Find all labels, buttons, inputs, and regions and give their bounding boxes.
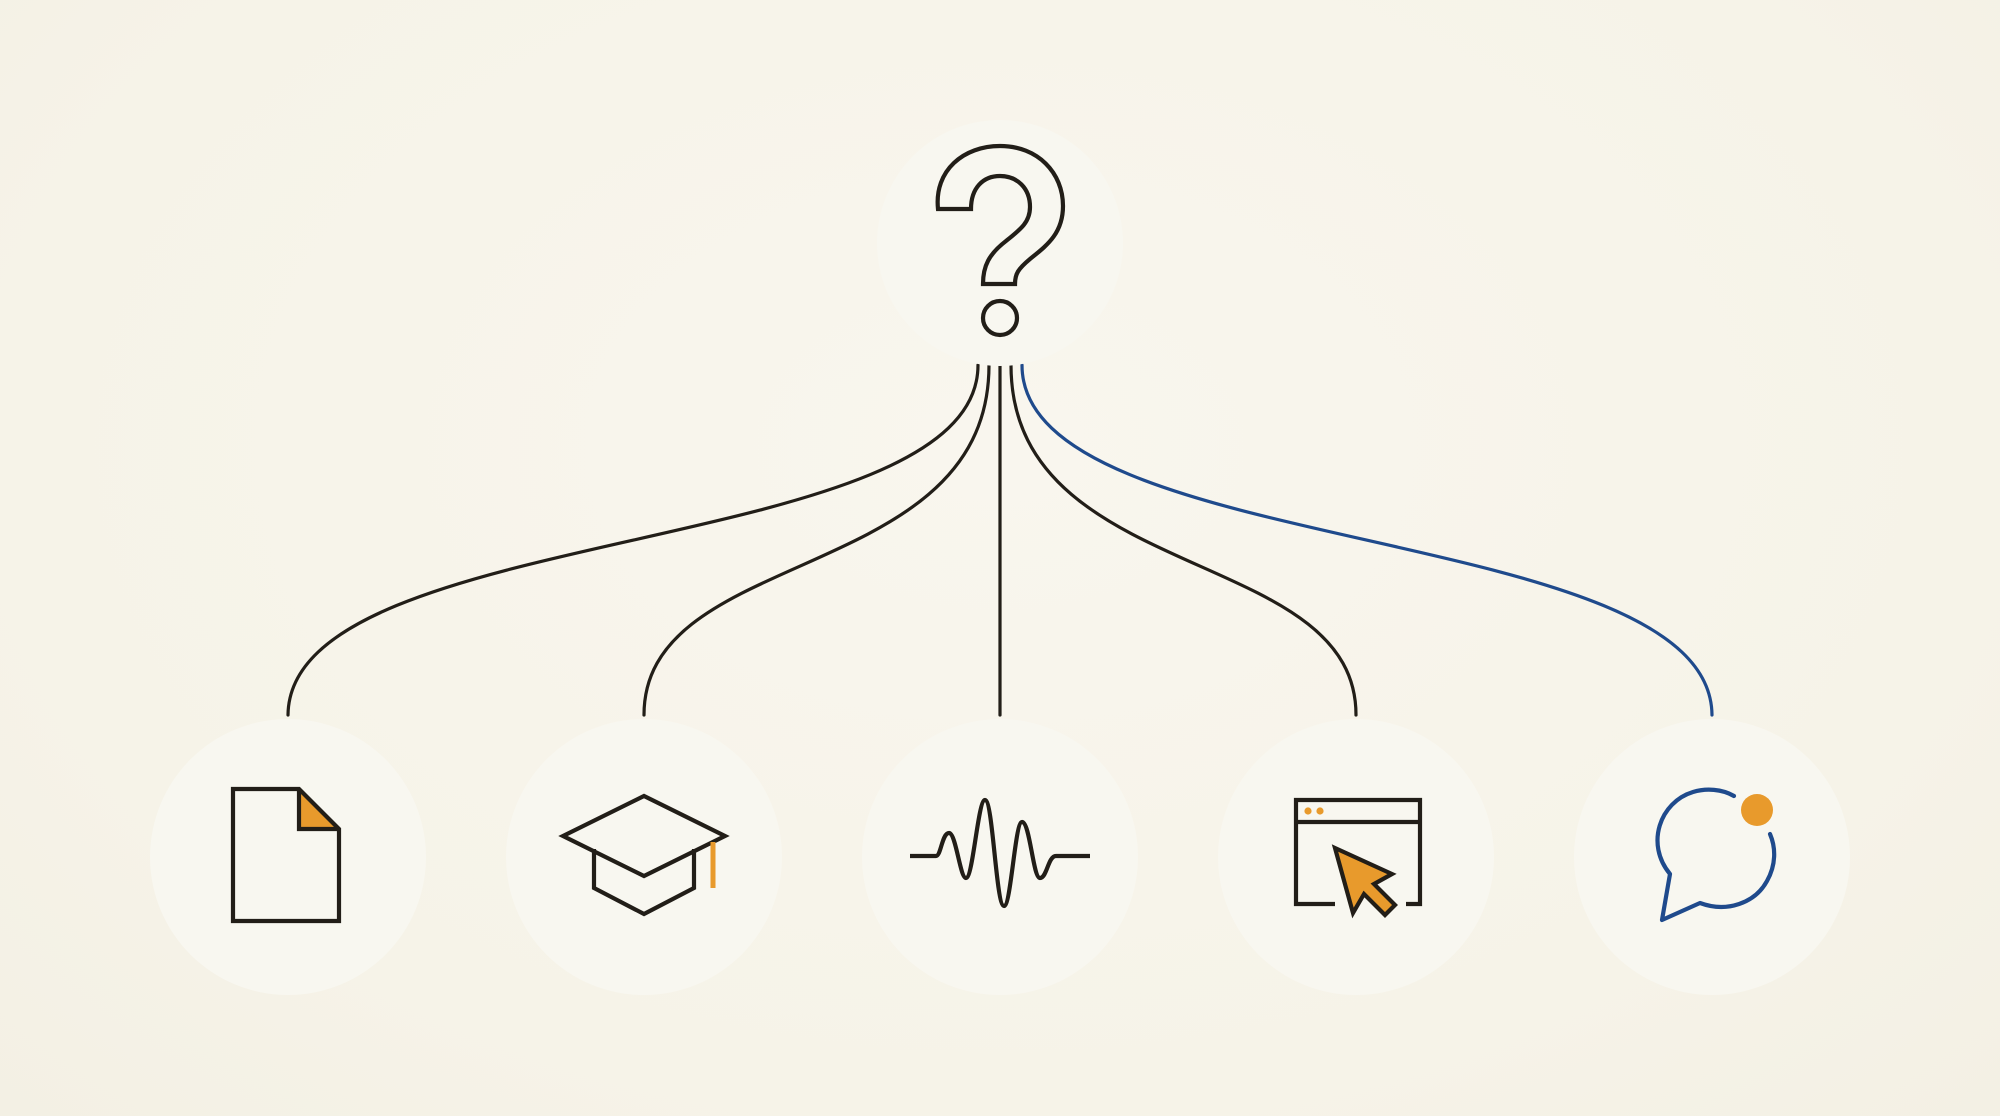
child-node-circle bbox=[150, 719, 426, 995]
link-to-chat-bubble bbox=[1020, 363, 1714, 717]
root-node-circle bbox=[877, 120, 1123, 366]
link-to-graduation-cap bbox=[642, 363, 991, 717]
question-mark-icon bbox=[935, 143, 1066, 338]
browser-cursor-icon bbox=[1293, 797, 1423, 919]
document-icon bbox=[230, 786, 342, 924]
waveform-icon bbox=[910, 797, 1090, 909]
child-node-circle bbox=[862, 719, 1138, 995]
link-to-browser-cursor bbox=[1009, 363, 1358, 717]
child-node-circle bbox=[506, 719, 782, 995]
child-node-document bbox=[150, 719, 426, 995]
child-node-chat-bubble bbox=[1574, 719, 1850, 995]
connector-links bbox=[286, 363, 1714, 717]
child-node-waveform bbox=[862, 719, 1138, 995]
child-node-circle bbox=[1574, 719, 1850, 995]
link-to-document bbox=[286, 363, 980, 717]
child-node-browser-cursor bbox=[1218, 719, 1494, 995]
root-node bbox=[877, 120, 1123, 366]
child-node-graduation-cap bbox=[506, 719, 782, 995]
chat-bubble-icon bbox=[1655, 787, 1777, 923]
graduation-cap-icon bbox=[558, 793, 730, 917]
